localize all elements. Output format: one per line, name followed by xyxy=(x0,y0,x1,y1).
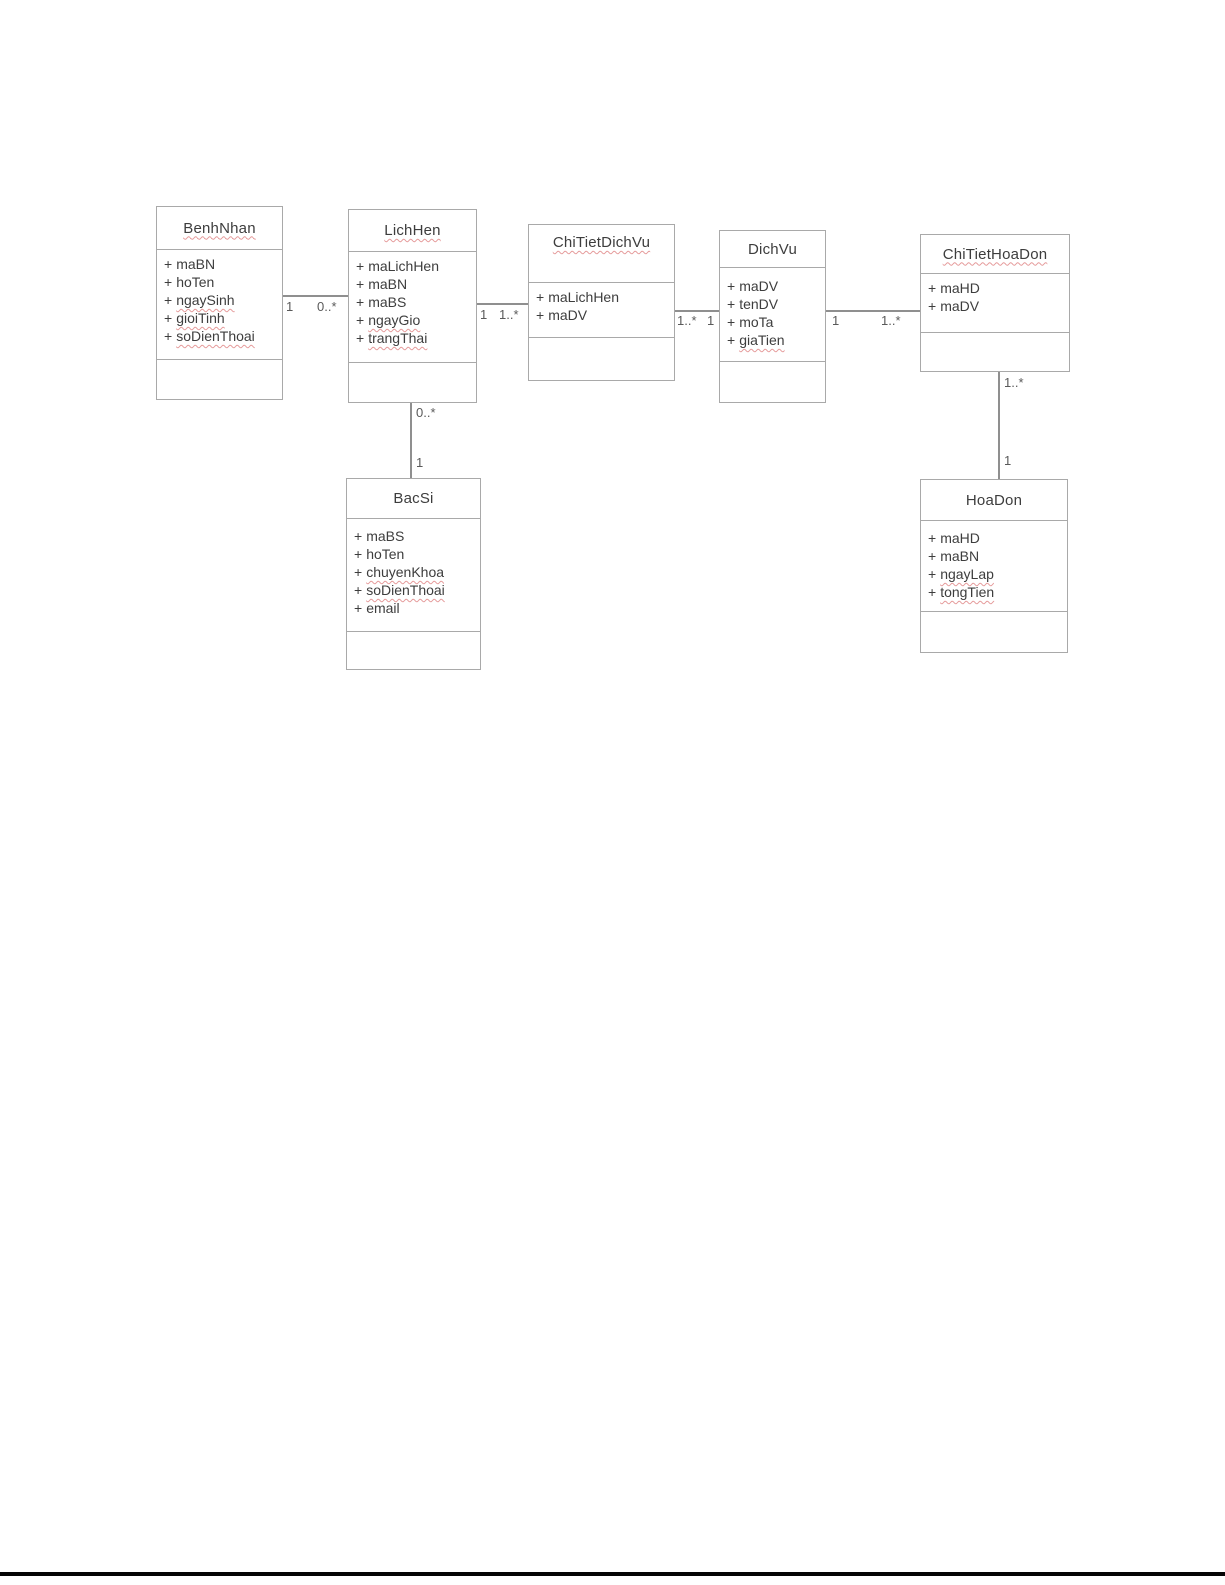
attribute: +maBS xyxy=(354,528,405,544)
multiplicity-label: 1 xyxy=(480,307,488,322)
attribute: +giaTien xyxy=(727,332,785,348)
class-title-dichvu: DichVu xyxy=(720,231,825,268)
class-title-benhnhan: BenhNhan xyxy=(157,207,282,250)
multiplicity-label: 1..* xyxy=(677,313,697,328)
class-attributes-chitiethoadon: +maHD +maDV xyxy=(921,274,1069,333)
multiplicity-label: 1..* xyxy=(881,313,901,328)
attribute: +ngayLap xyxy=(928,566,994,582)
class-title-chitiethoadon: ChiTietHoaDon xyxy=(921,235,1069,274)
multiplicity-label: 1..* xyxy=(1004,375,1024,390)
class-operations-empty xyxy=(529,338,674,380)
class-title-hoadon: HoaDon xyxy=(921,480,1067,521)
class-box-benhnhan: BenhNhan +maBN +hoTen +ngaySinh +gioiTin… xyxy=(156,206,283,400)
attribute: +ngayGio xyxy=(356,312,421,328)
association-line-chitietdichvu-dichvu xyxy=(675,310,719,312)
class-title-chitietdichvu: ChiTietDichVu xyxy=(529,225,674,283)
multiplicity-label: 1 xyxy=(416,455,424,470)
class-attributes-chitietdichvu: +maLichHen +maDV xyxy=(529,283,674,338)
attribute: +chuyenKhoa xyxy=(354,564,445,580)
class-attributes-benhnhan: +maBN +hoTen +ngaySinh +gioiTinh +soDien… xyxy=(157,250,282,360)
attribute: +moTa xyxy=(727,314,774,330)
attribute: +maBS xyxy=(356,294,407,310)
multiplicity-label: 1 xyxy=(707,313,715,328)
attribute: +maBN xyxy=(356,276,408,292)
class-name: ChiTietHoaDon xyxy=(942,245,1048,263)
class-name: BenhNhan xyxy=(183,219,256,237)
multiplicity-label: 0..* xyxy=(317,299,337,314)
attribute: +hoTen xyxy=(164,274,215,290)
multiplicity-label: 1 xyxy=(832,313,840,328)
class-operations-empty xyxy=(720,362,825,402)
class-operations-empty xyxy=(921,612,1067,652)
multiplicity-label: 1..* xyxy=(499,307,519,322)
attribute: +maHD xyxy=(928,280,980,296)
class-box-dichvu: DichVu +maDV +tenDV +moTa +giaTien xyxy=(719,230,826,403)
multiplicity-label: 1 xyxy=(1004,453,1012,468)
class-box-lichhen: LichHen +maLichHen +maBN +maBS +ngayGio … xyxy=(348,209,477,403)
attribute: +maHD xyxy=(928,530,980,546)
attribute: +tongTien xyxy=(928,584,995,600)
class-operations-empty xyxy=(347,632,480,669)
class-box-chitietdichvu: ChiTietDichVu +maLichHen +maDV xyxy=(528,224,675,381)
association-line-lichhen-bacsi xyxy=(410,403,412,478)
class-attributes-dichvu: +maDV +tenDV +moTa +giaTien xyxy=(720,268,825,362)
association-line-dichvu-chitiethoadon xyxy=(826,310,920,312)
association-line-lichhen-chitietdichvu xyxy=(477,303,528,305)
attribute: +maDV xyxy=(928,298,980,314)
class-attributes-bacsi: +maBS +hoTen +chuyenKhoa +soDienThoai +e… xyxy=(347,519,480,632)
class-name: DichVu xyxy=(748,240,797,258)
class-operations-empty xyxy=(921,333,1069,371)
attribute: +gioiTinh xyxy=(164,310,225,326)
page-bottom-border xyxy=(0,1572,1225,1576)
class-name: BacSi xyxy=(393,490,434,507)
attribute: +maBN xyxy=(928,548,980,564)
attribute: +ngaySinh xyxy=(164,292,235,308)
class-box-chitiethoadon: ChiTietHoaDon +maHD +maDV xyxy=(920,234,1070,372)
attribute: +tenDV xyxy=(727,296,779,312)
attribute: +soDienThoai xyxy=(354,582,445,598)
class-attributes-lichhen: +maLichHen +maBN +maBS +ngayGio +trangTh… xyxy=(349,252,476,363)
class-name: HoaDon xyxy=(965,491,1023,509)
attribute: +soDienThoai xyxy=(164,328,255,344)
attribute: +maDV xyxy=(727,278,779,294)
class-box-bacsi: BacSi +maBS +hoTen +chuyenKhoa +soDienTh… xyxy=(346,478,481,670)
class-box-hoadon: HoaDon +maHD +maBN +ngayLap +tongTien xyxy=(920,479,1068,653)
attribute: +trangThai xyxy=(356,330,428,346)
multiplicity-label: 1 xyxy=(286,299,294,314)
attribute: +maBN xyxy=(164,256,216,272)
attribute: +maLichHen xyxy=(356,258,440,274)
association-line-benhnhan-lichhen xyxy=(283,295,348,297)
attribute: +maDV xyxy=(536,307,588,323)
association-line-chitiethoadon-hoadon xyxy=(998,372,1000,479)
class-operations-empty xyxy=(157,360,282,399)
attribute: +hoTen xyxy=(354,546,405,562)
class-name: ChiTietDichVu xyxy=(552,234,651,251)
class-attributes-hoadon: +maHD +maBN +ngayLap +tongTien xyxy=(921,521,1067,612)
attribute: +maLichHen xyxy=(536,289,620,305)
multiplicity-label: 0..* xyxy=(416,405,436,420)
class-title-lichhen: LichHen xyxy=(349,210,476,252)
class-title-bacsi: BacSi xyxy=(347,479,480,519)
class-name: LichHen xyxy=(384,222,441,239)
attribute: +email xyxy=(354,600,400,616)
class-operations-empty xyxy=(349,363,476,402)
